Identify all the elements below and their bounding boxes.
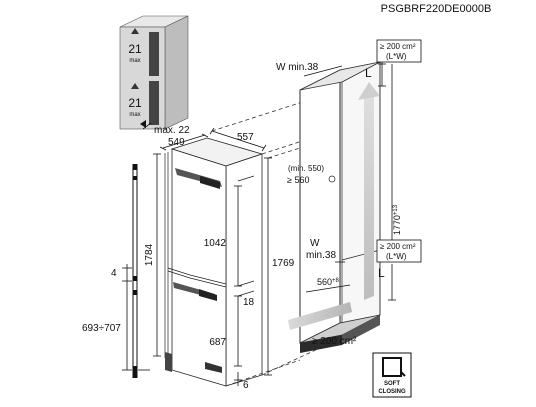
soft-closing-badge: SOFT CLOSING — [372, 352, 412, 398]
left-dimensions — [122, 153, 161, 371]
dim-1769: 1769 — [272, 258, 295, 269]
cabinet-icon: 21 max 21 max — [119, 15, 189, 130]
face-icon — [328, 175, 336, 183]
dim-4: 4 — [111, 268, 117, 279]
dim-w-min-38-top: W min.38 — [276, 62, 319, 73]
cabinet-top-value: 21 — [128, 42, 142, 56]
airflow-arrow-up-icon — [358, 82, 380, 100]
badge-line-2: CLOSING — [378, 389, 406, 395]
vent-top-formula: (L*W) — [386, 52, 407, 61]
arrow-icon — [140, 120, 146, 128]
vent-box-top — [376, 39, 422, 63]
dim-1770: 1770+13 — [392, 204, 402, 235]
warning-triangle-icon — [131, 28, 139, 34]
door-icon — [382, 357, 402, 377]
dim-18: 18 — [243, 297, 255, 308]
badge-line-1: SOFT — [384, 381, 400, 387]
cabinet-door-top — [149, 32, 159, 76]
top-dimensions — [159, 127, 267, 152]
dim-ge-560: ≥ 560 — [287, 175, 309, 185]
cabinet-top-unit: max — [129, 58, 140, 64]
inner-dimensions — [234, 157, 272, 386]
vent-top-area: ≥ 200 cm² — [380, 42, 416, 51]
dim-l-top: L — [365, 66, 372, 80]
dim-max-22: max. 22 — [154, 125, 190, 136]
dim-w-bottom-a: W — [310, 238, 320, 249]
dim-560: 560+8 — [317, 277, 340, 287]
vent-middle-formula: (L*W) — [386, 252, 407, 261]
dim-min-550: (min. 550) — [288, 164, 324, 173]
appliance-frame — [164, 137, 264, 387]
vent-box-middle — [376, 239, 422, 263]
dim-557: 557 — [237, 132, 254, 143]
vent-middle-area: ≥ 200 cm² — [380, 242, 416, 251]
airflow-vertical — [364, 95, 374, 300]
cabinet-bottom-unit: max — [129, 112, 140, 118]
dim-693-707: 693÷707 — [82, 323, 121, 334]
airflow-arrows — [288, 82, 380, 330]
dim-1784: 1784 — [144, 243, 155, 266]
door-rail-profile — [132, 164, 150, 378]
vent-bottom-area: ≥ 200 cm² — [312, 336, 357, 347]
dim-w-bottom-b: min.38 — [306, 250, 336, 261]
dim-6: 6 — [243, 380, 249, 391]
warning-triangle-icon — [131, 83, 139, 89]
cabinet-door-bottom — [149, 81, 159, 125]
cabinet-bottom-value: 21 — [128, 96, 142, 110]
model-code: PSGBRF220DE0000B — [381, 3, 492, 15]
dim-687: 687 — [209, 337, 226, 348]
dim-1042: 1042 — [204, 238, 227, 249]
airflow-horizontal — [288, 302, 352, 330]
dim-549: 549 — [168, 137, 185, 148]
dim-l-bottom: L — [378, 266, 385, 280]
